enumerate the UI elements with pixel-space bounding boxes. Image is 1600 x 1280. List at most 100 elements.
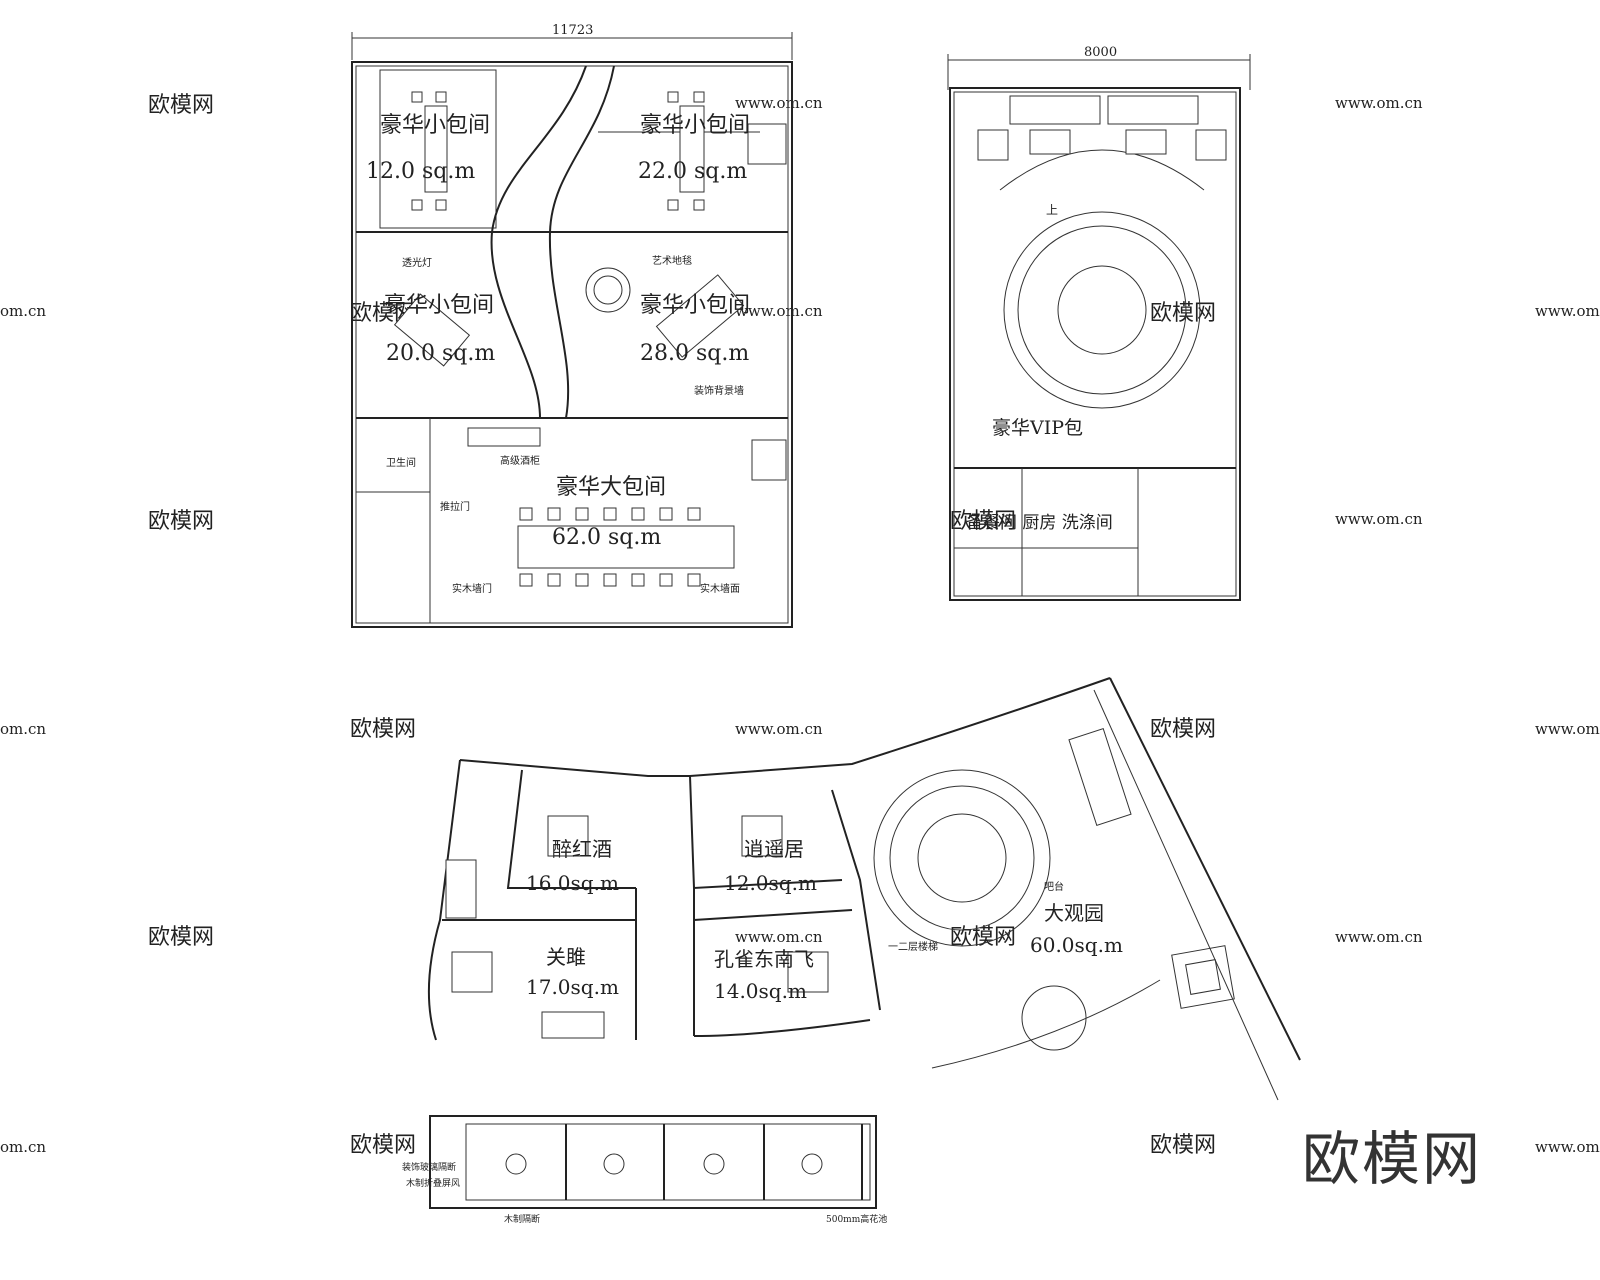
watermark-text: 欧模网 (950, 509, 1016, 534)
cabinet (747, 123, 787, 165)
dining-table (451, 951, 493, 993)
terrace-edge (931, 979, 1161, 1069)
vip-round-table (1017, 225, 1187, 395)
annotation: 推拉门 (440, 500, 470, 513)
annotation: 一二层楼梯 (888, 940, 938, 953)
chair (435, 199, 447, 211)
chair (687, 573, 701, 587)
room-area: 12.0 sq.m (366, 159, 475, 184)
banquet-table (517, 525, 735, 569)
art-carpet (585, 267, 631, 313)
dining-table (787, 951, 829, 993)
room-area: 14.0sq.m (714, 979, 807, 1003)
sofa (1009, 95, 1101, 125)
watermark-url-layer: www.om.cn www.om.cn www.om.cn www.om.cn … (0, 94, 1600, 1156)
room-name: 醉红酒 (552, 837, 612, 861)
round-table (703, 1153, 725, 1175)
watermark-text: 欧模网 (148, 509, 214, 534)
room-name: 豪华大包间 (556, 475, 666, 500)
watermark-url: www.om.cn (1335, 928, 1423, 946)
watermark-text: 欧模网 (148, 925, 214, 950)
room-wall (506, 769, 636, 889)
plan-c-facade (1093, 689, 1279, 1101)
annotation: 实木墙门 (452, 582, 492, 595)
chair (435, 91, 447, 103)
room-area: 16.0sq.m (526, 871, 619, 895)
watermark-url: www.om.cn (1335, 510, 1423, 528)
armchair (1195, 129, 1227, 161)
sofa (1068, 728, 1132, 826)
watermark-layer: 欧模网 欧模网 欧模网 欧模网 欧模网 欧模网 欧模网 欧模网 欧模网 欧模网 … (148, 93, 1216, 1158)
annotation: 实木墙面 (700, 582, 740, 595)
dining-table (655, 274, 745, 358)
room-wall (693, 909, 853, 921)
coffee-table (1125, 129, 1167, 155)
watermark-text: 欧模网 (148, 93, 214, 118)
watermark-url: www.om.cn (1535, 1138, 1600, 1156)
room-name: 孔雀东南飞 (714, 947, 814, 971)
chair (693, 91, 705, 103)
chair (547, 507, 561, 521)
chair (659, 507, 673, 521)
annotation: 高级酒柜 (500, 454, 540, 467)
watermark-text: 欧模网 (350, 1133, 416, 1158)
annotation: 500mm高花池 (826, 1213, 887, 1225)
chair (575, 573, 589, 587)
dimension-label-b: 8000 (1084, 45, 1117, 60)
plan-a-outer-wall (351, 61, 793, 628)
round-table (801, 1153, 823, 1175)
watermark-url: om.cn (0, 1138, 46, 1156)
corridor-wall (548, 65, 615, 419)
pavilion-roof (1185, 959, 1221, 995)
art-carpet (593, 275, 623, 305)
room-area: 12.0sq.m (724, 871, 817, 895)
annotation: 装饰玻璃隔断 (402, 1161, 456, 1173)
chair (631, 573, 645, 587)
watermark-text: 欧模网 (1150, 301, 1216, 326)
annotation: 卫生间 (386, 456, 416, 469)
plan-d-inner-wall (465, 1123, 871, 1201)
room-name: 豪华VIP包 (992, 417, 1083, 439)
room-area: 28.0 sq.m (640, 341, 749, 366)
round-table (603, 1153, 625, 1175)
chair (693, 199, 705, 211)
plan-d: 装饰玻璃隔断 木制折叠屏风 木制隔断 500mm高花池 (402, 1115, 887, 1225)
room-small-1-wall (379, 69, 497, 229)
vip-lazy-susan (1057, 265, 1147, 355)
chair (603, 573, 617, 587)
chair (519, 507, 533, 521)
plan-c-top-wall (459, 677, 1111, 777)
sofa (541, 1011, 605, 1039)
room-name: 豪华小包间 (384, 293, 494, 318)
chair (411, 91, 423, 103)
room-area: 22.0 sq.m (638, 159, 747, 184)
watermark-text: 欧模网 (1150, 717, 1216, 742)
watermark-url: www.om.cn (735, 928, 823, 946)
room-name: 豪华小包间 (640, 113, 750, 138)
watermark-url: www.om.cn (735, 302, 823, 320)
pavilion (1171, 945, 1235, 1009)
plan-b-inner-wall (953, 91, 1237, 597)
watermark-url: om.cn (0, 302, 46, 320)
round-table-outer (873, 769, 1051, 947)
coffee-table (1029, 129, 1071, 155)
dining-table (679, 105, 705, 193)
watermark-url: www.om.cn (1335, 94, 1423, 112)
sofa (445, 859, 477, 919)
sofa (1107, 95, 1199, 125)
corridor-wall (490, 65, 587, 419)
watermark-url: www.om.cn (735, 94, 823, 112)
room-wall (831, 789, 881, 1011)
chair (631, 507, 645, 521)
arc-partition (999, 149, 1205, 191)
watermark-url: www.om.cn (735, 720, 823, 738)
plan-b-outer-wall (949, 87, 1241, 601)
watermark-url: www.om.cn (1535, 302, 1600, 320)
vip-round-table-outer (1003, 211, 1201, 409)
dining-table (424, 105, 448, 193)
room-area: 17.0sq.m (526, 975, 619, 999)
dining-table (393, 293, 471, 367)
plan-a-inner-wall (355, 65, 789, 624)
room-name: 逍遥居 (744, 837, 804, 861)
room-area: 20.0 sq.m (386, 341, 495, 366)
